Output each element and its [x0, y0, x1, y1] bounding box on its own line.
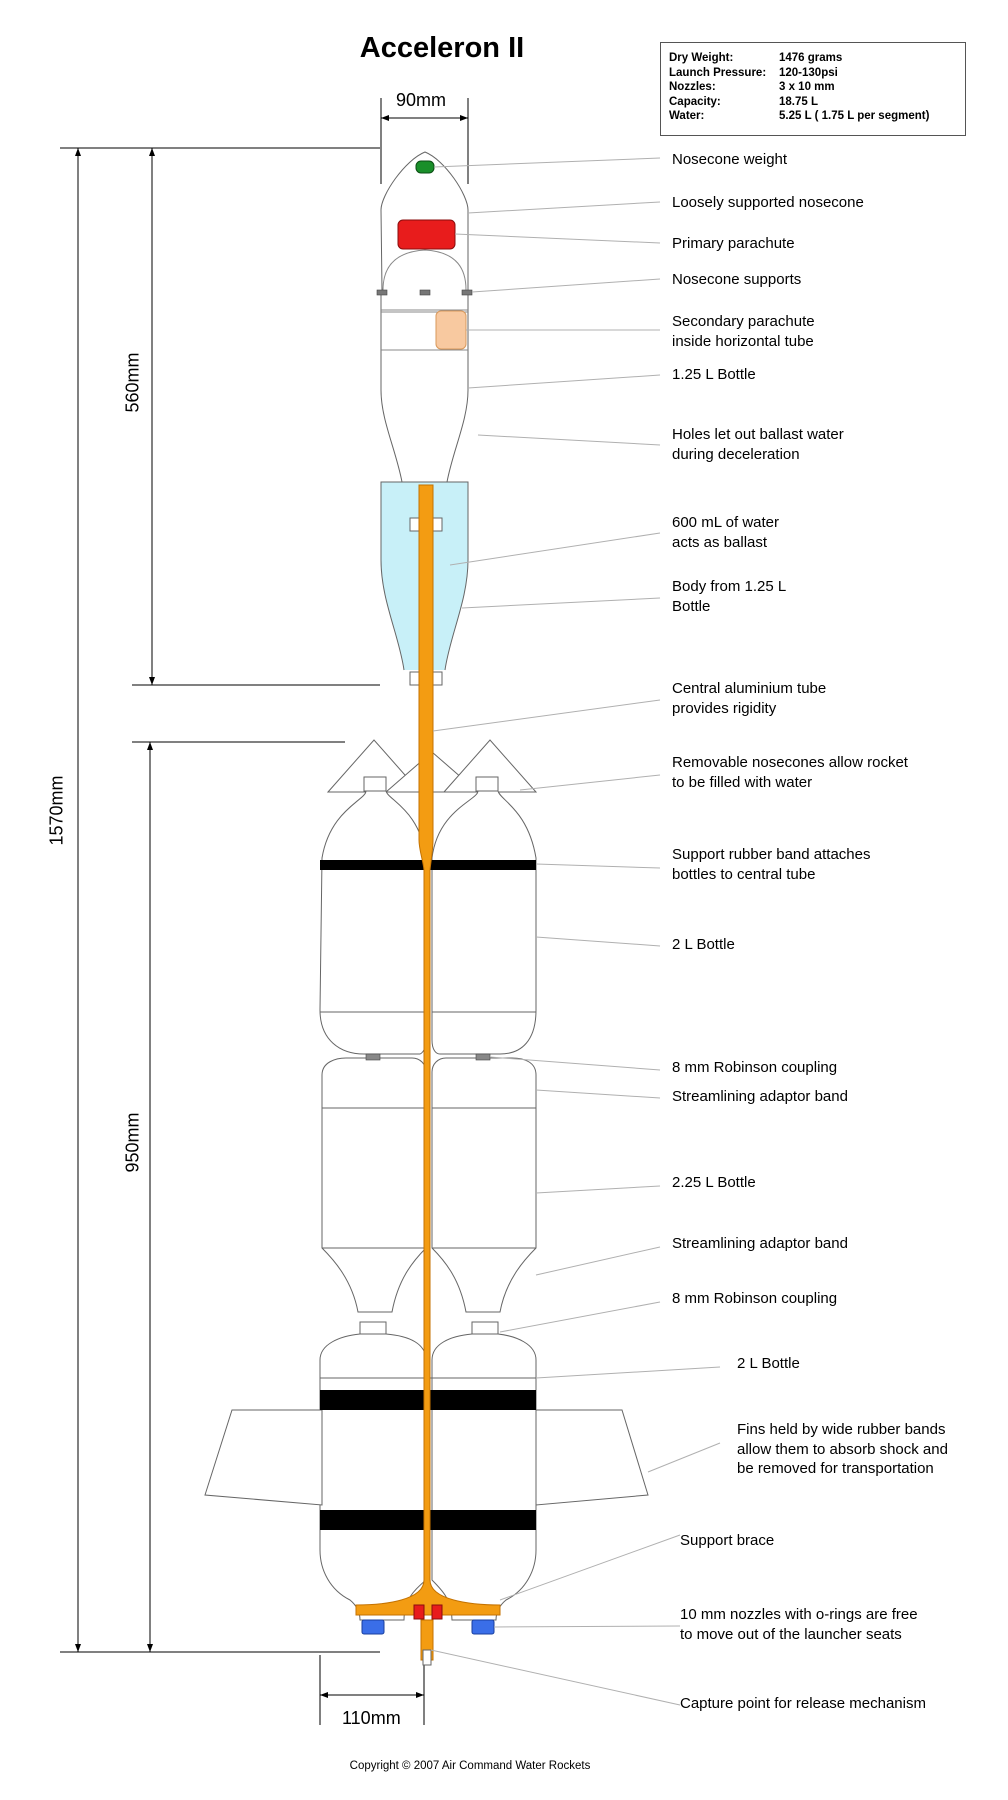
diagram-title: Acceleron II [359, 32, 525, 64]
nosecone-weight-mark [415, 160, 435, 174]
callout-robinson-2: 8 mm Robinson coupling [672, 1290, 838, 1307]
spec-label: Launch Pressure: [669, 66, 767, 79]
callout-primary-parachute: Primary parachute [672, 235, 795, 252]
callout-support-brace: Support brace [680, 1532, 775, 1549]
nosecone [380, 151, 469, 291]
specs-table: Dry Weight: 1476 grams Launch Pressure: 12… [660, 42, 966, 136]
width-top-label: 90mm [396, 90, 447, 110]
callout-capture-point: Capture point for release mechanism [680, 1695, 926, 1712]
callout-bottle-2l-a: 2 L Bottle [672, 936, 735, 953]
callout-nosecone-weight: Nosecone weight [672, 151, 788, 168]
lower-height-label: 950mm [122, 1112, 143, 1173]
spec-value: 5.25 L ( 1.75 L per segment) [779, 110, 930, 123]
secondary-parachute-mark [435, 310, 467, 350]
upper-body-outline [380, 290, 469, 483]
central-tube [355, 484, 501, 1666]
dimension-arrowheads [75, 115, 468, 1698]
spec-row: Nozzles: 3 x 10 mm [669, 80, 965, 95]
callout-nosecone-supports: Nosecone supports [672, 271, 802, 288]
spec-row: Capacity: 18.75 L [669, 95, 965, 110]
spec-value: 3 x 10 mm [779, 81, 835, 94]
copyright-text: Copyright © 2007 Air Command Water Rocke… [349, 1760, 591, 1772]
primary-parachute-mark [397, 219, 456, 250]
spec-row: Water: 5.25 L ( 1.75 L per segment) [669, 109, 965, 124]
spec-label: Water: [669, 110, 705, 123]
callout-streamlining-1: Streamlining adaptor band [672, 1088, 848, 1105]
spec-label: Dry Weight: [669, 52, 734, 64]
callout-loose-nosecone: Loosely supported nosecone [672, 194, 864, 211]
dimension-lines [60, 98, 469, 1725]
fins [204, 1409, 649, 1506]
callout-robinson-1: 8 mm Robinson coupling [672, 1059, 838, 1076]
spec-value: 1476 grams [779, 52, 843, 64]
callout-bottle-125: 1.25 L Bottle [672, 366, 756, 383]
callout-streamlining-2: Streamlining adaptor band [672, 1235, 848, 1252]
spec-row: Dry Weight: 1476 grams [669, 51, 965, 66]
width-bottom-label: 110mm [342, 1708, 401, 1728]
spec-row: Launch Pressure: 120-130psi [669, 66, 965, 81]
leader-lines [430, 157, 721, 1706]
spec-value: 120-130psi [779, 66, 838, 79]
spec-label: Capacity: [669, 95, 721, 108]
spec-label: Nozzles: [669, 81, 716, 94]
total-height-label: 1570mm [46, 775, 67, 846]
callout-bottle-2l-b: 2 L Bottle [737, 1355, 800, 1372]
upper-height-label: 560mm [122, 352, 143, 413]
spec-value: 18.75 L [779, 95, 818, 108]
callout-bottle-225: 2.25 L Bottle [672, 1174, 756, 1191]
